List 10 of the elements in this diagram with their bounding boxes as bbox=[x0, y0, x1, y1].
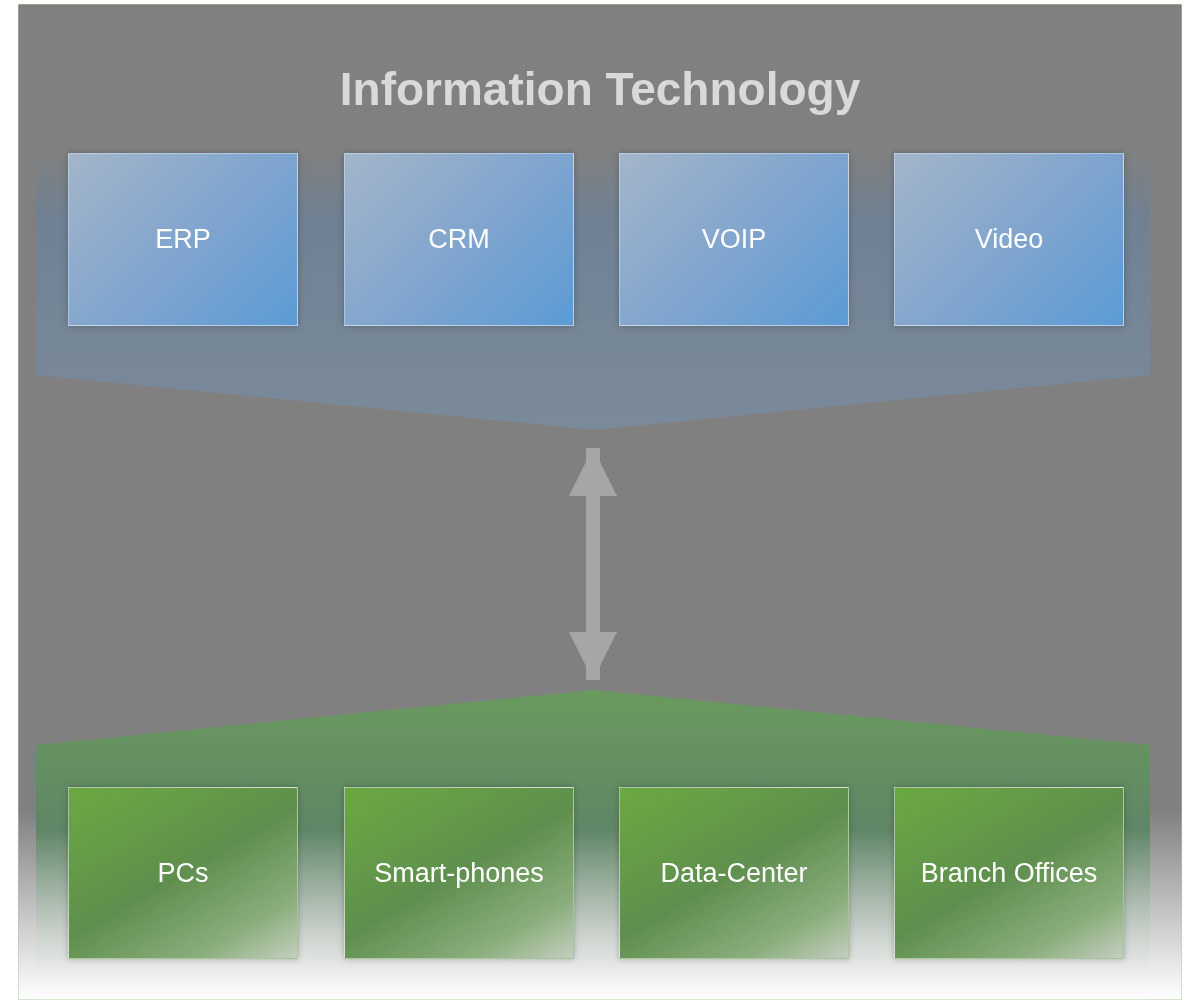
process-box: Branch Offices bbox=[894, 787, 1124, 959]
process-box: ERP bbox=[68, 153, 298, 326]
process-box: Video bbox=[894, 153, 1124, 326]
process-box: CRM bbox=[344, 153, 574, 326]
double-arrow bbox=[569, 448, 617, 680]
process-box: PCs bbox=[68, 787, 298, 959]
diagram-title: Information Technology bbox=[338, 62, 862, 116]
process-box: Smart-phones bbox=[344, 787, 574, 959]
process-box: Data-Center bbox=[619, 787, 849, 959]
process-box: VOIP bbox=[619, 153, 849, 326]
